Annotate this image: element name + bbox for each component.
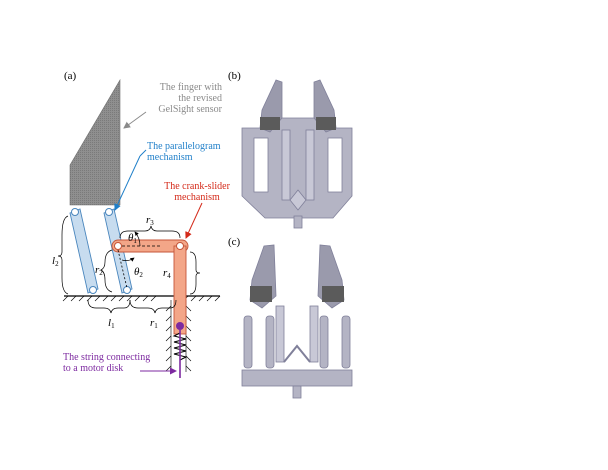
parallelogram-label: The parallelogram mechanism xyxy=(147,141,221,163)
slider-pin xyxy=(176,322,184,330)
sensor-b-left xyxy=(260,117,280,130)
panel-label-b: (b) xyxy=(228,70,241,82)
parallelogram-arrow-a xyxy=(139,149,147,157)
rail-c-right xyxy=(309,305,319,363)
ground-hatch xyxy=(62,295,221,302)
sensor-b-right xyxy=(316,117,336,130)
link-left xyxy=(69,208,99,294)
window-b-left xyxy=(253,137,269,193)
symbol-r3: r3 xyxy=(146,214,154,227)
link-c-3 xyxy=(319,315,329,369)
symbol-theta1: θ1 xyxy=(128,232,137,245)
slider-guide xyxy=(165,300,192,372)
sensor-c-left xyxy=(250,286,272,302)
symbol-r4: r4 xyxy=(163,267,171,280)
window-b-right xyxy=(327,137,343,193)
string-label-line2: to a motor disk xyxy=(63,363,124,374)
crank-slider-arrow xyxy=(185,202,203,239)
theta2-arc xyxy=(121,257,135,262)
sensor-c-right xyxy=(322,286,344,302)
finger-body xyxy=(69,78,121,206)
r4-brace xyxy=(189,251,201,295)
rail-b-right xyxy=(305,129,315,201)
crank-slider-label-line1: The crank-slider xyxy=(164,181,230,192)
gripper-render-b xyxy=(241,79,353,229)
r3-brace xyxy=(119,225,181,239)
r2-reference xyxy=(117,249,128,289)
finger-label-line2: the revised xyxy=(178,93,222,104)
crank-slider-label-line2: mechanism xyxy=(174,192,220,203)
parallelogram-arrow xyxy=(114,155,141,211)
finger-label: The finger with the revised GelSight sen… xyxy=(118,82,222,115)
base-c xyxy=(241,369,353,387)
parallelogram-label-line1: The parallelogram xyxy=(147,141,221,152)
l2-brace xyxy=(57,215,69,295)
finger-label-line1: The finger with xyxy=(159,82,222,93)
string-label: The string connecting to a motor disk xyxy=(63,352,150,374)
slider-rod xyxy=(173,245,187,335)
symbol-r1: r1 xyxy=(150,317,158,330)
shaft-c xyxy=(292,385,302,399)
panel-label-c: (c) xyxy=(228,236,241,248)
symbol-l2: l2 xyxy=(52,255,59,268)
crank-slider-label: The crank-slider mechanism xyxy=(152,181,242,203)
r1-brace xyxy=(129,299,177,314)
rail-c-left xyxy=(275,305,285,363)
symbol-r2: r2 xyxy=(95,264,103,277)
link-c-4 xyxy=(341,315,351,369)
link-c-1 xyxy=(243,315,253,369)
shaft-b xyxy=(293,215,303,229)
panel-label-a: (a) xyxy=(64,70,77,82)
symbol-l1: l1 xyxy=(108,317,115,330)
gripper-render-c xyxy=(241,244,353,399)
r2-brace xyxy=(100,249,113,293)
finger-arrow xyxy=(123,111,147,129)
l1-brace xyxy=(87,299,131,314)
finger-label-line3: GelSight sensor xyxy=(158,104,222,115)
link-c-2 xyxy=(265,315,275,369)
linkage-c xyxy=(283,344,311,363)
string-label-line1: The string connecting xyxy=(63,352,151,363)
theta1-arc xyxy=(134,231,141,247)
symbol-theta2: θ2 xyxy=(134,266,143,279)
parallelogram-label-line2: mechanism xyxy=(147,152,193,163)
rail-b-left xyxy=(281,129,291,201)
